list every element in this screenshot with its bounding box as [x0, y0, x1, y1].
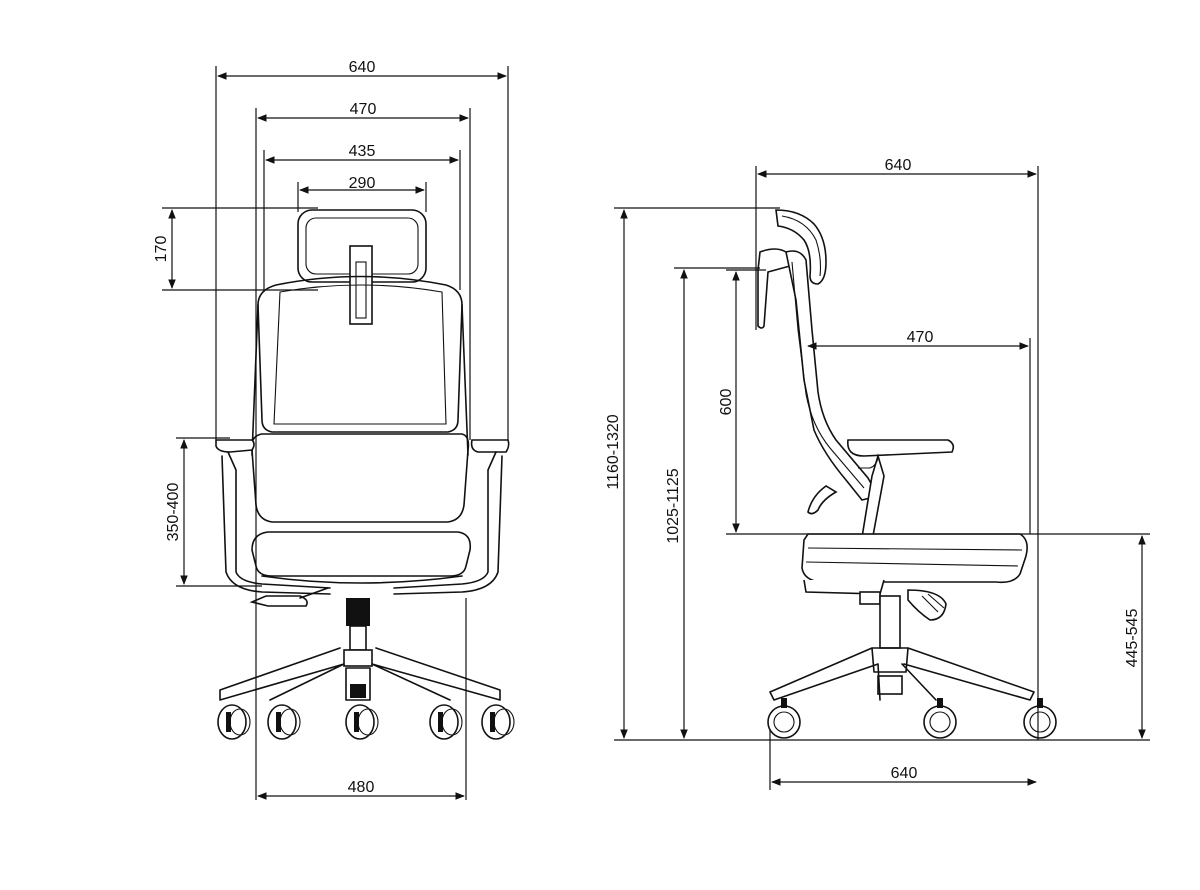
dim-side-overall-depth: 640 — [885, 157, 912, 174]
dim-front-headrest-height: 170 — [153, 236, 170, 263]
dim-side-seat-depth: 470 — [907, 329, 934, 346]
left-armrest — [215, 439, 255, 453]
dim-front-headrest-width: 290 — [349, 175, 376, 192]
front-dimension-lines — [162, 66, 509, 800]
dim-side-back-height: 600 — [718, 389, 735, 416]
front-view: 640 470 435 290 170 350-400 480 — [153, 59, 515, 800]
front-chair-outline — [215, 209, 515, 740]
dim-front-seat-back-width: 470 — [350, 101, 377, 118]
dim-front-overall-width: 640 — [349, 59, 376, 76]
lower-backrest — [250, 433, 470, 523]
side-backrest — [785, 250, 880, 501]
dim-front-base-width: 480 — [348, 779, 375, 796]
side-armrest — [847, 439, 955, 457]
side-headrest — [775, 209, 827, 285]
seat — [251, 531, 472, 577]
side-casters — [767, 698, 1057, 739]
dim-front-back-width: 435 — [349, 143, 376, 160]
dim-side-base-depth: 640 — [891, 765, 918, 782]
dim-side-total-height: 1160-1320 — [605, 414, 622, 489]
side-dimension-labels: 640 470 600 1160-1320 1025-1125 445-545 … — [605, 157, 1141, 782]
front-star-base — [219, 647, 501, 701]
dim-side-seat-height: 445-545 — [1124, 609, 1141, 668]
side-star-base — [769, 647, 1035, 701]
front-dimension-labels: 640 470 435 290 170 350-400 480 — [153, 59, 376, 796]
side-seat — [801, 533, 1028, 584]
front-casters — [217, 704, 515, 740]
side-chair-outline — [757, 209, 1057, 739]
dim-side-back-top-height: 1025-1125 — [665, 468, 682, 543]
side-view: 640 470 600 1160-1320 1025-1125 445-545 … — [605, 157, 1150, 790]
dim-front-armrest-height: 350-400 — [165, 483, 182, 542]
right-armrest — [470, 439, 510, 453]
side-dimension-lines — [614, 166, 1150, 790]
